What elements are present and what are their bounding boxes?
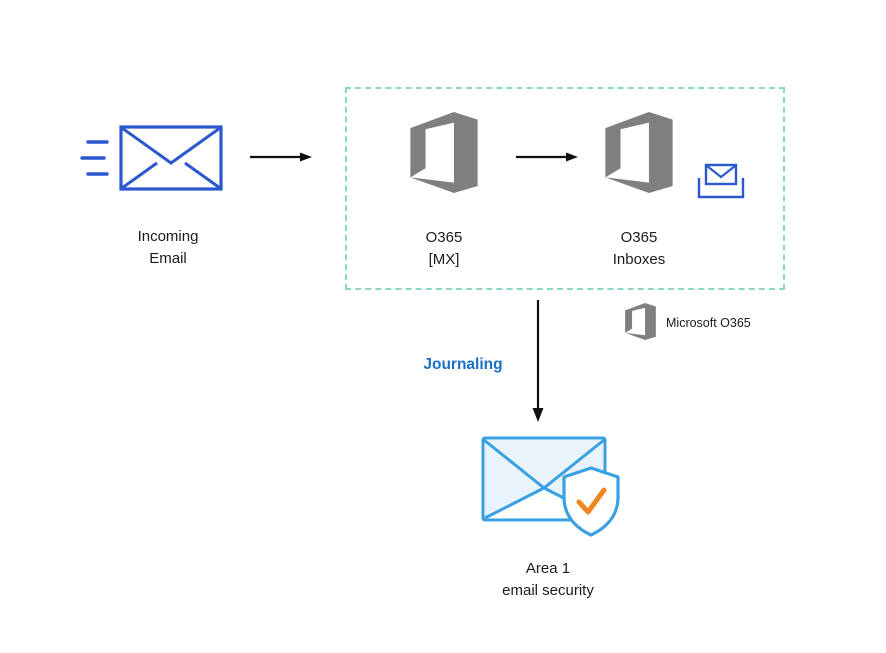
area1-label: Area 1 email security <box>478 558 618 602</box>
journaling-label: Journaling <box>423 356 503 373</box>
journaling-arrow <box>532 300 544 422</box>
o365-mx-label-line1: O365 <box>425 229 463 246</box>
incoming-email-label-line2: Email <box>149 250 187 267</box>
shield-check-icon <box>562 466 620 537</box>
office-365-logo-mx-icon <box>410 112 478 193</box>
o365-mx-label: O365 [MX] <box>394 227 494 271</box>
o365-inboxes-label-line2: Inboxes <box>612 251 666 268</box>
o365-inboxes-label-line1: O365 <box>620 229 658 246</box>
area1-label-line1: Area 1 <box>525 560 571 577</box>
incoming-envelope-icon <box>119 125 223 191</box>
inbox-envelope-icon <box>697 163 745 199</box>
checkmark-icon <box>576 487 607 515</box>
incoming-email-label: Incoming Email <box>103 226 233 270</box>
incoming-email-label-line1: Incoming <box>137 228 199 245</box>
o365-inboxes-label: O365 Inboxes <box>586 227 692 271</box>
area1-label-line2: email security <box>502 582 594 599</box>
speed-lines-icon <box>80 140 109 176</box>
o365-mx-label-line2: [MX] <box>428 251 460 268</box>
office-365-legend-icon <box>625 303 656 340</box>
office-365-logo-inboxes-icon <box>605 112 673 193</box>
flow-arrow-mx-to-inboxes <box>516 152 578 162</box>
legend-label: Microsoft O365 <box>666 316 751 330</box>
flow-arrow-incoming-to-mx <box>250 152 312 162</box>
o365-boundary-box <box>345 87 785 290</box>
